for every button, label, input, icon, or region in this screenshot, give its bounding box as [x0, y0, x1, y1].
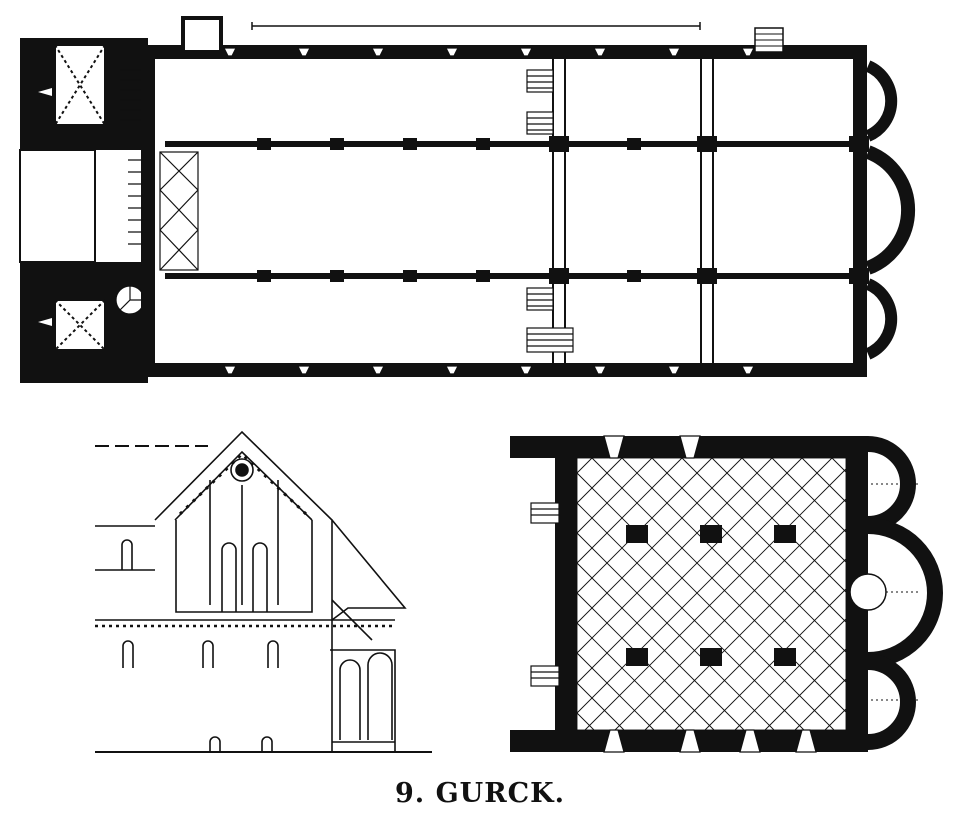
- crypt-piers: [626, 525, 796, 666]
- crypt-plan: [510, 435, 943, 753]
- arcade-lines: [165, 141, 860, 279]
- crypt-stairs-plan: [526, 69, 574, 353]
- window-splays: [223, 47, 755, 375]
- crypt-stair-stubs: [530, 502, 560, 687]
- nave-outer-walls: [141, 16, 867, 377]
- transverse-arches: [552, 58, 867, 364]
- west-gallery-vaults: [159, 151, 199, 271]
- crypt-vault-grid: [576, 457, 847, 731]
- aisle-roof: [95, 519, 407, 641]
- gable: [154, 430, 333, 752]
- west-elevation: [95, 430, 432, 753]
- apse-arcade: [330, 649, 396, 752]
- plate-caption: 9. GURCK.: [395, 778, 565, 809]
- windows: [122, 640, 279, 752]
- crypt-apses: [849, 436, 943, 750]
- arcade-piers: [257, 136, 869, 284]
- apses: [865, 60, 916, 360]
- cornice: [95, 619, 395, 628]
- scale-bar: [251, 22, 701, 30]
- ground-plan: [19, 16, 916, 383]
